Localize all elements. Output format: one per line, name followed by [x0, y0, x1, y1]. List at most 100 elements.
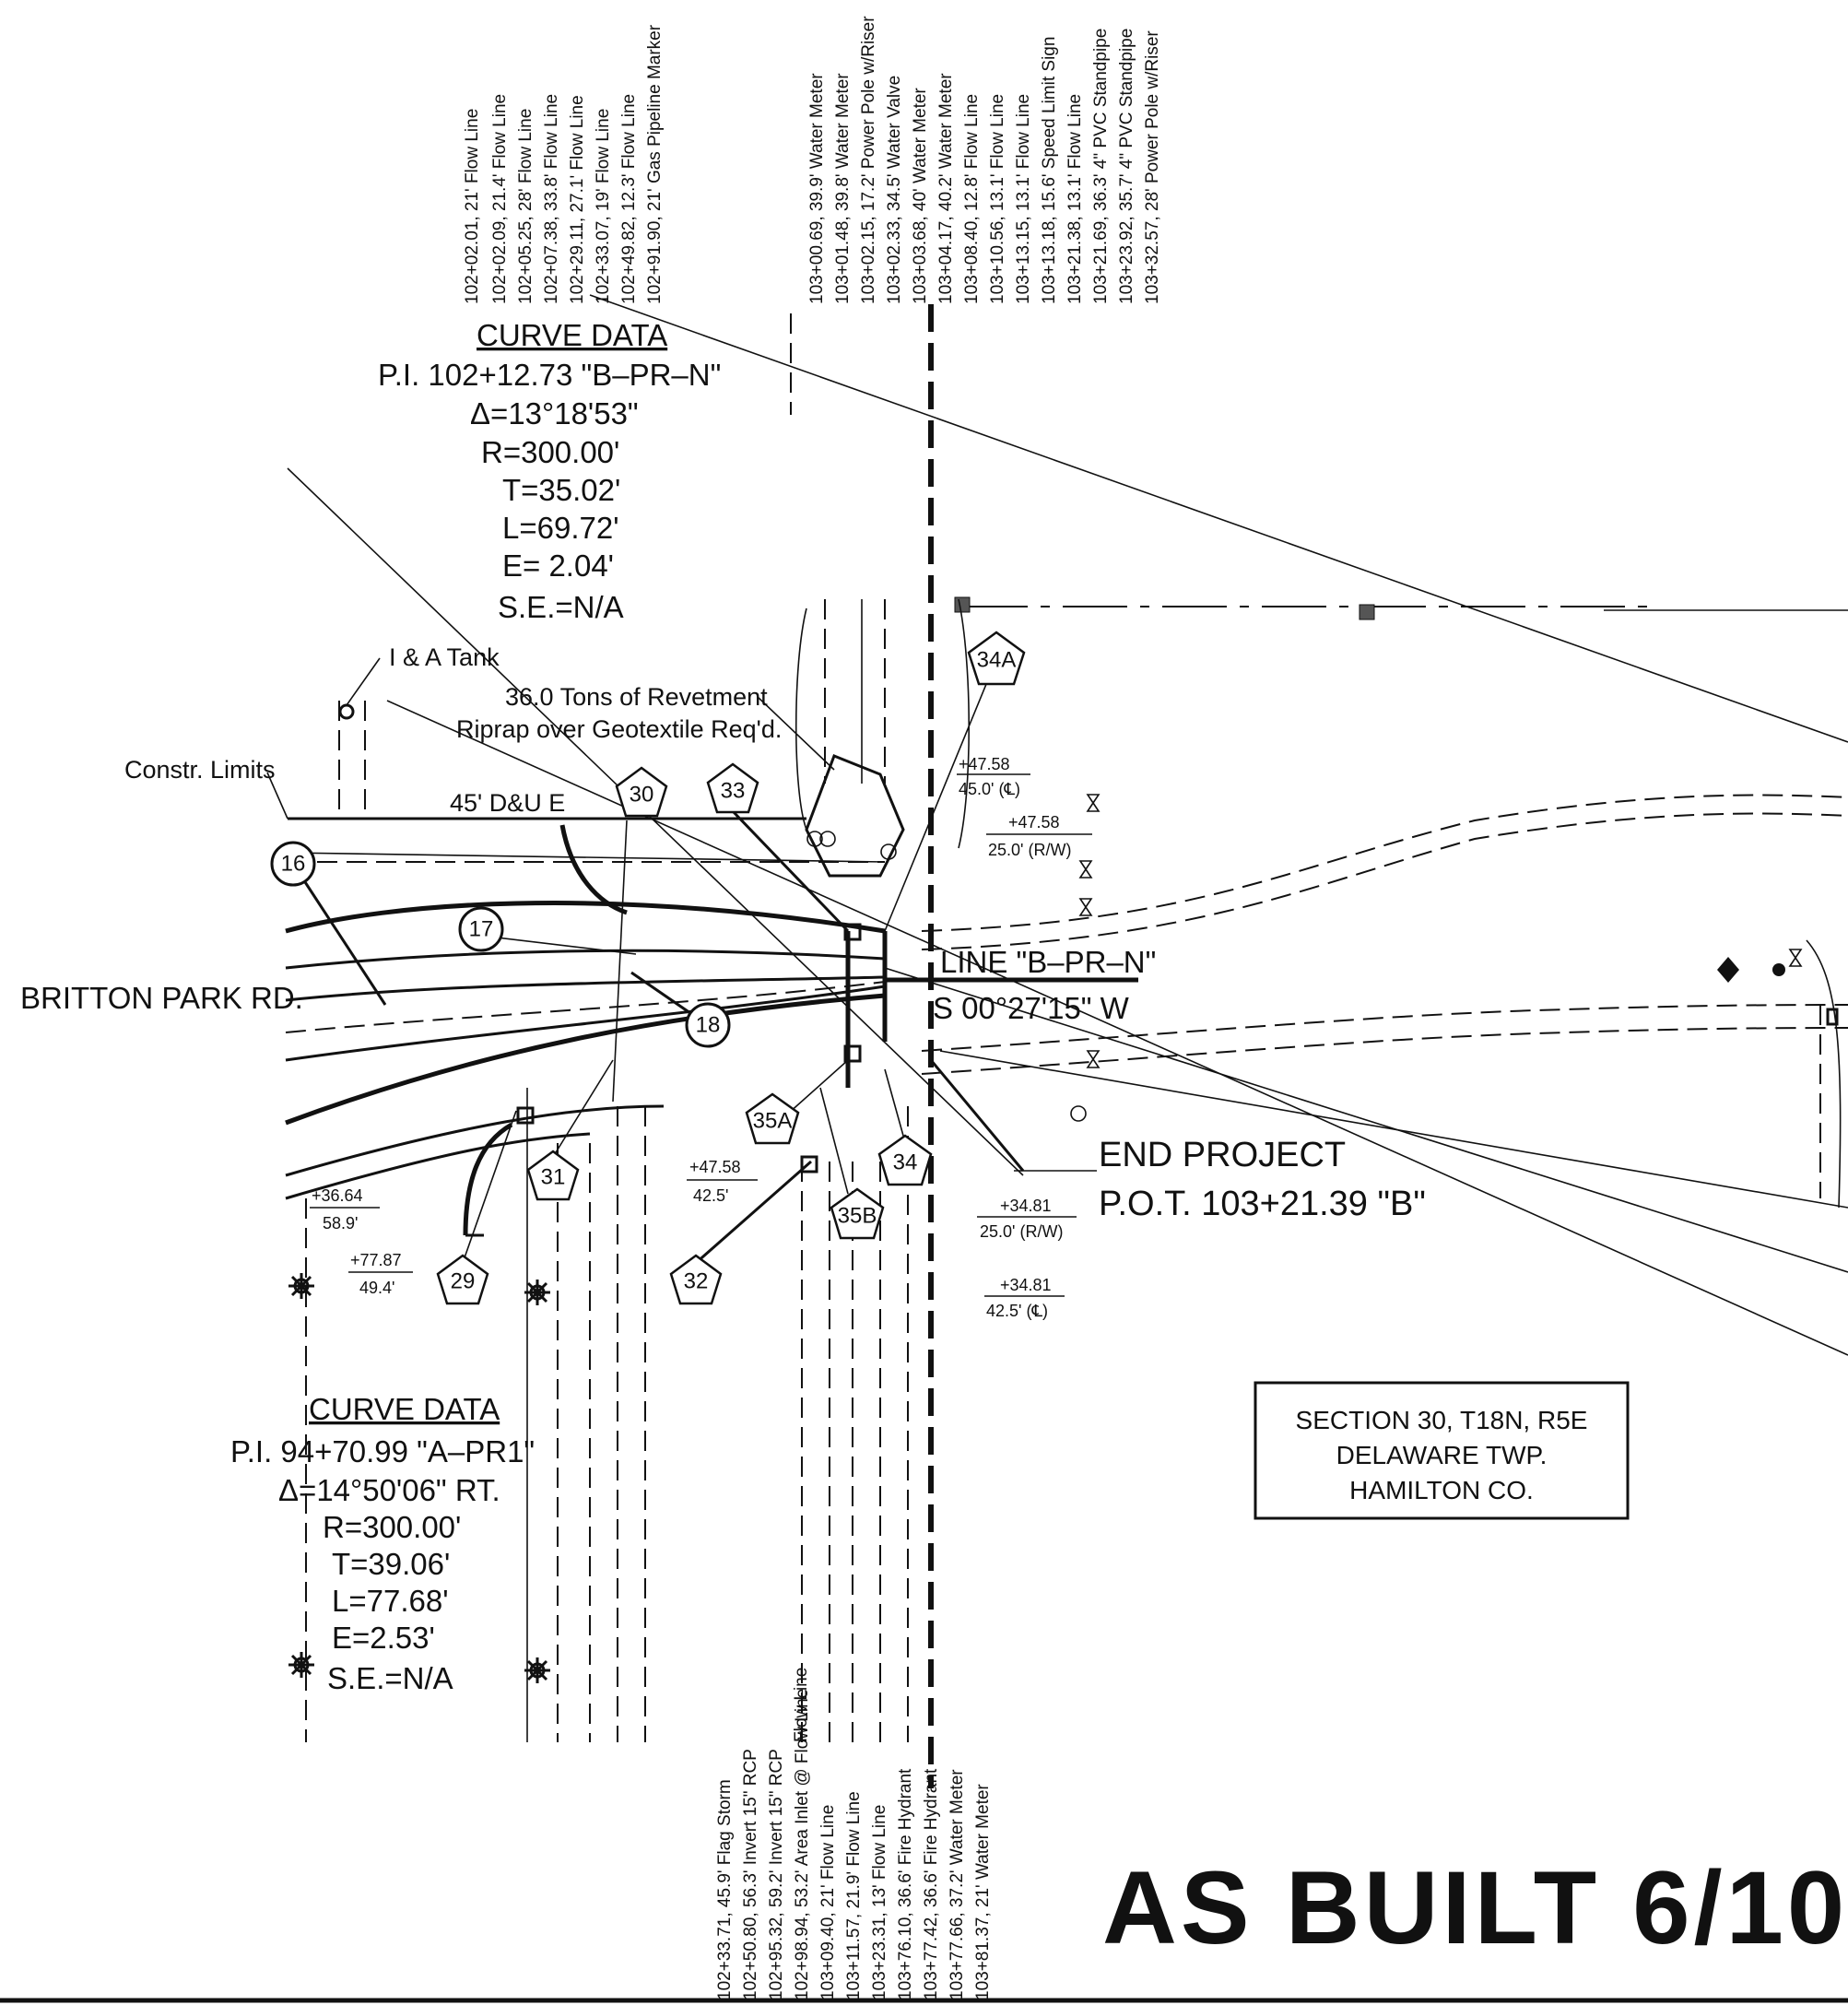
revetment-label-line1: 36.0 Tons of Revetment [505, 683, 768, 711]
note-row: 103+01.48, 39.8' Water Meter [833, 73, 853, 304]
curve-data-2-pi: P.I. 94+70.99 "A–PR1" [230, 1434, 535, 1468]
station-callouts: +47.58 45.0' (℄) +47.58 25.0' (R/W) +36.… [310, 755, 1092, 1320]
pentagon-tag-35a: 35A [745, 1092, 800, 1145]
pot-station-label: P.O.T. 103+21.39 "B" [1099, 1185, 1426, 1223]
curve-data-block-2: CURVE DATA P.I. 94+70.99 "A–PR1" Δ=14°50… [230, 1392, 535, 1695]
note-row: 103+32.57, 28' Power Pole w/Riser [1143, 30, 1162, 304]
svg-text:34: 34 [893, 1150, 918, 1175]
station-offset: +34.81 [1000, 1197, 1052, 1215]
township-line: DELAWARE TWP. [1336, 1441, 1548, 1469]
curve-data-2-length: L=77.68' [332, 1584, 449, 1618]
station-offset: 25.0' (R/W) [980, 1222, 1063, 1241]
note-row: 102+02.09, 21.4' Flow Line [490, 94, 510, 304]
curve-data-2-tangent: T=39.06' [332, 1547, 450, 1581]
linework [285, 294, 1848, 1788]
top-right-notes: 103+00.69, 39.9' Water Meter 103+01.48, … [807, 16, 1162, 304]
curve-data-2-radius: R=300.00' [323, 1510, 461, 1544]
note-row: 102+33.71, 45.9' Flag Storm [715, 1779, 735, 2000]
station-offset: +77.87 [350, 1251, 402, 1269]
section-line: SECTION 30, T18N, R5E [1296, 1406, 1588, 1434]
svg-text:33: 33 [721, 779, 746, 804]
curve-data-1-pi: P.I. 102+12.73 "B–PR–N" [378, 358, 721, 392]
curve-data-1-heading: CURVE DATA [477, 318, 667, 352]
note-row: 103+10.56, 13.1' Flow Line [988, 94, 1007, 304]
alignment-line-label: LINE "B–PR–N" [940, 945, 1156, 979]
pentagon-tag-31: 31 [526, 1150, 580, 1201]
circle-tag-18: 18 [685, 1002, 731, 1048]
note-row: 103+77.66, 37.2' Water Meter [948, 1769, 967, 2000]
note-row: 102+02.01, 21' Flow Line [463, 109, 482, 304]
note-row: 103+81.37, 21' Water Meter [973, 1784, 993, 2000]
station-offset: 42.5' (℄) [986, 1302, 1048, 1320]
ia-tank-label: I & A Tank [389, 643, 500, 671]
curve-data-2-heading: CURVE DATA [309, 1392, 500, 1426]
note-row: 102+95.32, 59.2' Invert 15" RCP [767, 1749, 786, 2000]
station-offset: 25.0' (R/W) [988, 841, 1071, 859]
note-row: 103+11.57, 21.9' Flow Line [844, 1791, 864, 2000]
pentagon-tag-34a: 34A [967, 631, 1026, 686]
curve-data-1-delta: Δ=13°18'53" [470, 396, 639, 430]
svg-text:30: 30 [630, 783, 654, 808]
pentagon-tag-34: 34 [877, 1134, 933, 1186]
station-offset: +47.58 [689, 1158, 741, 1176]
note-row: 103+21.69, 36.3' 4" PVC Standpipe [1091, 29, 1111, 304]
pentagon-tag-30: 30 [615, 766, 668, 818]
curve-data-1-tangent: T=35.02' [502, 473, 620, 507]
note-row: 103+09.40, 21' Flow Line [818, 1805, 838, 2000]
curve-data-2-superelevation: S.E.=N/A [327, 1661, 453, 1695]
water-meter-icon [516, 831, 1839, 1174]
note-row: 103+13.15, 13.1' Flow Line [1014, 94, 1033, 304]
note-row: 103+77.42, 36.6' Fire Hydrant [922, 1768, 941, 2000]
note-row: 102+33.07, 19' Flow Line [594, 109, 613, 304]
curve-data-1-external: E= 2.04' [502, 548, 614, 583]
item-tags: 16 17 18 30 33 34A 35A 31 [270, 631, 1026, 1305]
svg-text:17: 17 [469, 917, 494, 942]
station-offset: +47.58 [1008, 813, 1060, 831]
svg-text:35A: 35A [753, 1109, 793, 1134]
note-row: 102+49.82, 12.3' Flow Line [619, 94, 639, 304]
station-offset: +47.58 [959, 755, 1010, 773]
circle-tag-16: 16 [270, 841, 316, 887]
pentagon-tag-33: 33 [706, 762, 759, 814]
note-row: 103+21.38, 13.1' Flow Line [1065, 94, 1085, 304]
pentagon-tag-35b: 35B [830, 1187, 885, 1240]
station-offset: +34.81 [1000, 1276, 1052, 1294]
hydrant-icon [1717, 957, 1785, 983]
ia-tank-symbol [338, 703, 355, 720]
note-row: 103+23.31, 13' Flow Line [870, 1805, 889, 2000]
light-pole-icon [288, 1273, 314, 1299]
note-row: 102+07.38, 33.8' Flow Line [542, 94, 561, 304]
curve-data-1-superelevation: S.E.=N/A [498, 590, 624, 624]
note-row: 103+13.18, 15.6' Speed Limit Sign [1040, 37, 1059, 304]
note-row: 103+02.33, 34.5' Water Valve [885, 76, 904, 304]
station-offset: +36.64 [312, 1186, 363, 1205]
curve-data-block-1: CURVE DATA P.I. 102+12.73 "B–PR–N" Δ=13°… [378, 318, 721, 624]
note-row: 102+29.11, 27.1' Flow Line [568, 95, 587, 304]
top-left-notes: 102+02.01, 21' Flow Line 102+02.09, 21.4… [463, 24, 665, 304]
annotation-labels: I & A Tank 36.0 Tons of Revetment Riprap… [20, 643, 1426, 1742]
note-row: 103+08.40, 12.8' Flow Line [962, 94, 982, 304]
curve-data-2-external: E=2.53' [332, 1621, 435, 1655]
station-offset: 58.9' [323, 1214, 358, 1232]
svg-text:34A: 34A [977, 648, 1017, 673]
note-row: 103+76.10, 36.6' Fire Hydrant [896, 1768, 915, 2000]
note-row: 102+05.25, 28' Flow Line [516, 109, 536, 304]
note-row: 103+04.17, 40.2' Water Meter [936, 73, 956, 304]
curve-data-1-length: L=69.72' [502, 511, 619, 545]
dsu-easement-label: 45' D&U E [450, 789, 565, 817]
svg-text:16: 16 [281, 852, 306, 877]
station-offset: 45.0' (℄) [959, 780, 1020, 798]
svg-text:32: 32 [684, 1269, 709, 1294]
valve-icon [1078, 794, 1803, 1068]
county-line: HAMILTON CO. [1349, 1476, 1534, 1504]
flow-line-label: Flow Line [792, 1668, 811, 1742]
map-symbols [288, 794, 1839, 1683]
bottom-notes: 102+33.71, 45.9' Flag Storm 102+50.80, 5… [715, 1689, 993, 2000]
pentagon-tag-29: 29 [436, 1254, 489, 1305]
note-row: 103+03.68, 40' Water Meter [911, 88, 930, 304]
as-built-stamp: AS BUILT 6/10/ [1102, 1850, 1848, 1965]
curve-data-2-delta: Δ=14°50'06" RT. [278, 1473, 500, 1507]
light-pole-icon [524, 1280, 550, 1305]
note-row: 103+23.92, 35.7' 4" PVC Standpipe [1117, 29, 1136, 304]
station-offset: 42.5' [693, 1186, 728, 1205]
